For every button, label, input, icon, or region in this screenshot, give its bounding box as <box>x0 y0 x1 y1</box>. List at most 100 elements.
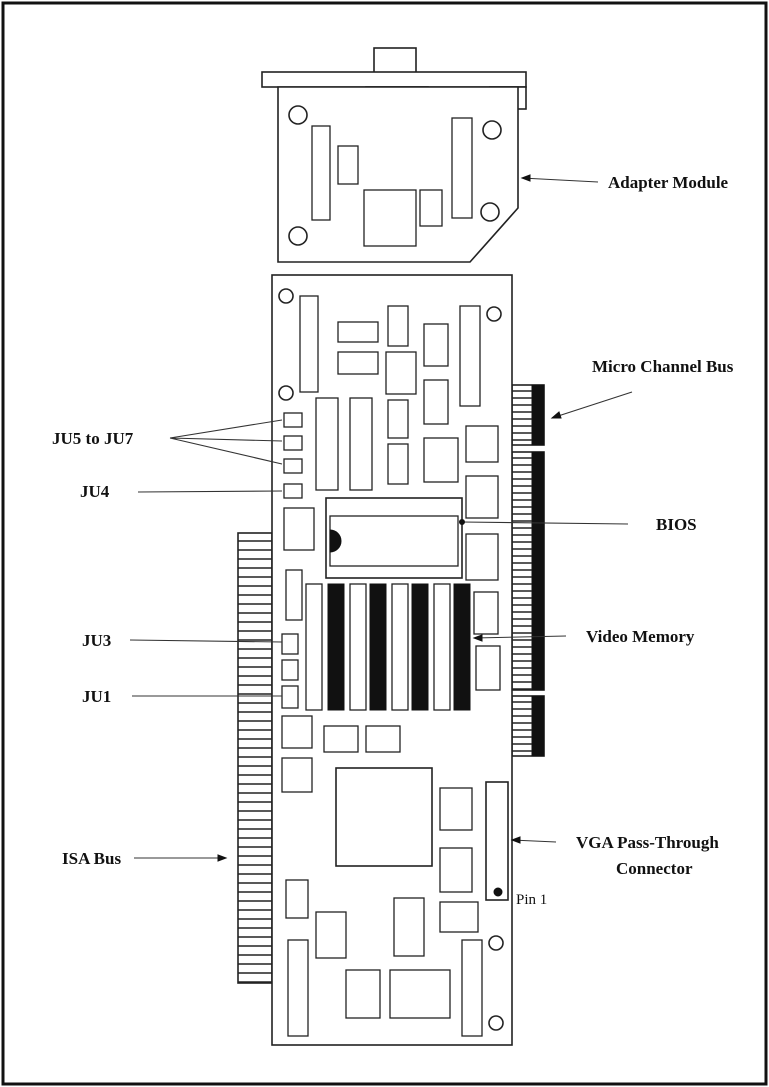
jumper-ju3 <box>281 633 299 655</box>
chip <box>387 305 409 347</box>
chip <box>461 939 483 1037</box>
label-bios: BIOS <box>656 515 697 534</box>
chip <box>365 725 401 753</box>
label-micro-channel-bus: Micro Channel Bus <box>592 357 734 376</box>
arrow-head <box>550 411 562 419</box>
arrow-head <box>510 836 521 844</box>
chip <box>337 321 379 343</box>
jumper-ju5 <box>283 412 303 428</box>
mounting-hole <box>288 226 308 246</box>
mounting-hole <box>486 306 502 322</box>
mounting-hole <box>278 385 294 401</box>
main-board <box>237 274 545 1046</box>
micro-channel-leader <box>551 391 633 419</box>
jumper-ju7 <box>283 458 303 474</box>
chip <box>299 295 319 393</box>
chip <box>315 397 339 491</box>
isa-bus-connector <box>237 532 273 984</box>
ju3-leader <box>129 639 283 643</box>
chip <box>465 475 499 519</box>
memory-chip <box>349 583 367 711</box>
arrow-head <box>520 174 531 182</box>
chip <box>423 323 449 367</box>
chip <box>283 507 315 551</box>
label-ju3: JU3 <box>82 631 111 650</box>
jumper-ju6 <box>283 435 303 451</box>
isa-connector-pins <box>238 540 272 983</box>
memory-chip <box>453 583 471 711</box>
bios-chip <box>325 497 463 579</box>
memory-chip <box>327 583 345 711</box>
memory-chip <box>391 583 409 711</box>
video-memory-leader <box>473 635 567 639</box>
chip <box>287 939 309 1037</box>
bios-body <box>329 515 459 567</box>
chip <box>473 591 499 635</box>
chip <box>311 125 331 221</box>
mounting-bracket <box>261 71 527 88</box>
label-ju4: JU4 <box>80 482 110 501</box>
mounting-hole <box>278 288 294 304</box>
label-connector: Connector <box>616 859 693 878</box>
isa-edge <box>237 532 273 984</box>
chip <box>439 901 479 933</box>
chip <box>315 911 347 959</box>
label-vga-pass-through: VGA Pass-Through <box>576 833 719 852</box>
chip <box>451 117 473 219</box>
chip <box>281 757 313 793</box>
label-video-memory: Video Memory <box>586 627 695 646</box>
chip <box>363 189 417 247</box>
mca-contacts <box>531 695 545 757</box>
chip <box>439 787 473 831</box>
label-ju1: JU1 <box>82 687 111 706</box>
chip <box>393 897 425 957</box>
arrow-head <box>459 519 465 525</box>
graphics-processor <box>335 767 433 867</box>
micro-channel-connector <box>511 384 545 757</box>
ju5-ju7-leader <box>169 419 283 465</box>
mounting-hole <box>488 935 504 951</box>
mca-contacts <box>531 451 545 691</box>
mounting-hole <box>480 202 500 222</box>
labels: Adapter Module Micro Channel Bus JU5 to … <box>52 173 734 908</box>
memory-chip <box>433 583 451 711</box>
mounting-hole <box>488 1015 504 1031</box>
chip <box>385 351 417 395</box>
pin1-marker <box>493 887 503 897</box>
chip <box>459 305 481 407</box>
memory-chip <box>411 583 429 711</box>
jumper-ju2 <box>281 659 299 681</box>
chip <box>387 443 409 485</box>
vga-pass-through-connector <box>485 781 509 901</box>
video-memory <box>285 569 501 711</box>
jumper-ju1 <box>281 685 299 709</box>
mounting-hole <box>482 120 502 140</box>
db-connector-top <box>373 47 417 75</box>
adapter-module <box>261 47 527 263</box>
label-ju5-to-ju7: JU5 to JU7 <box>52 429 134 448</box>
label-isa-bus: ISA Bus <box>62 849 121 868</box>
chip <box>389 969 451 1019</box>
chip <box>337 145 359 185</box>
chip <box>465 425 499 463</box>
chip <box>285 879 309 919</box>
chip <box>387 399 409 439</box>
chip <box>465 533 499 581</box>
adapter-module-leader <box>521 177 599 183</box>
chip <box>281 715 313 749</box>
label-pin1: Pin 1 <box>516 892 547 908</box>
chip <box>423 437 459 483</box>
bios-leader <box>461 521 629 525</box>
jumper-ju4 <box>283 483 303 499</box>
chip <box>285 569 303 621</box>
chip <box>337 351 379 375</box>
chip <box>349 397 373 491</box>
bios-notch <box>329 529 342 553</box>
arrow-head <box>472 634 483 642</box>
ju4-leader <box>137 490 283 493</box>
chip <box>323 725 359 753</box>
mca-connector-pins <box>512 390 532 752</box>
